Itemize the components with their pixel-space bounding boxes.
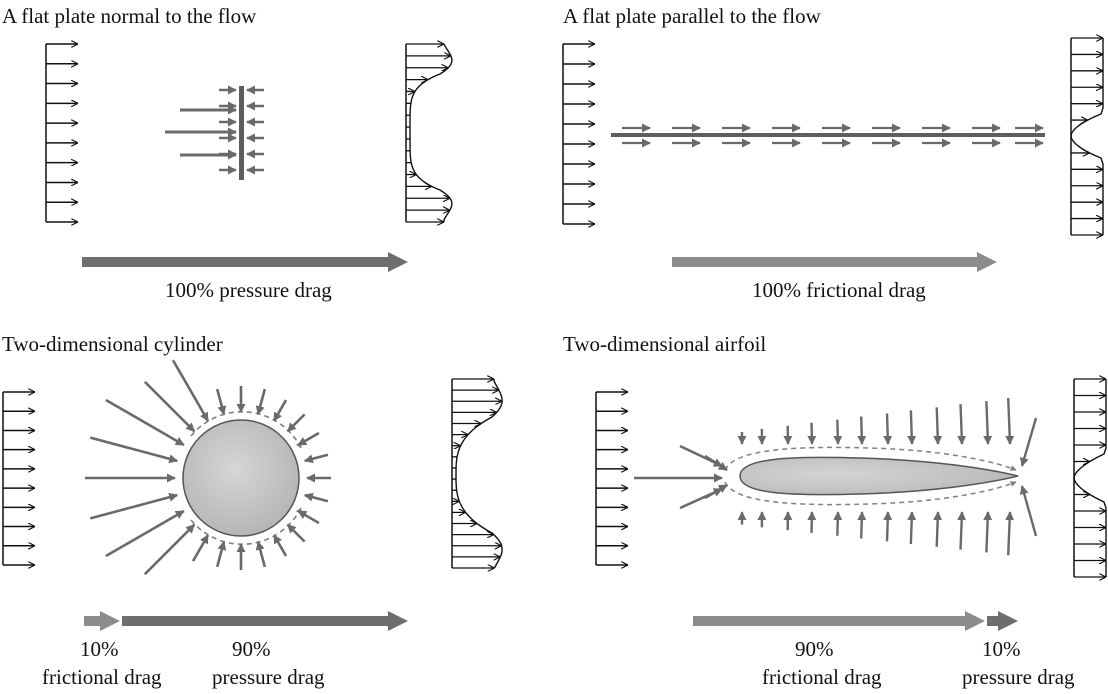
panel-title: A flat plate parallel to the flow <box>563 4 822 28</box>
plate <box>611 133 1045 137</box>
velocity-curve <box>455 379 503 569</box>
pressure-arrow <box>215 388 227 416</box>
pressure-arrow <box>255 540 267 568</box>
pressure-percent: 10% <box>982 637 1021 661</box>
pressure-arrow <box>907 410 917 445</box>
wake-velocity-profile <box>451 379 503 569</box>
wake-velocity-profile <box>405 43 453 222</box>
pressure-arrow <box>191 534 210 562</box>
friction-label: frictional drag <box>42 665 162 689</box>
pressure-arrow <box>833 419 843 445</box>
inflow-velocity-profile <box>595 392 628 565</box>
drag-arrows <box>693 611 1018 631</box>
pressure-arrow <box>143 380 196 433</box>
pressure-arrow <box>303 492 329 503</box>
pressure-arrow <box>286 413 306 433</box>
pressure-drag-arrow <box>122 611 408 631</box>
inflow-velocity-profile <box>562 44 595 224</box>
friction-percent: 90% <box>795 637 834 661</box>
drag-arrows <box>84 611 408 631</box>
pressure-arrow <box>255 388 267 416</box>
plate <box>239 86 244 180</box>
friction-label: frictional drag <box>762 665 882 689</box>
pressure-arrow <box>957 404 967 445</box>
panel-cylinder: Two-dimensional cylinder 10% frictional … <box>2 332 503 689</box>
drag-label: 100% frictional drag <box>752 278 926 302</box>
pressure-arrow <box>833 511 843 536</box>
flat-plate <box>611 123 1045 148</box>
pressure-arrow <box>89 436 179 464</box>
frictional-drag-arrow <box>693 611 985 631</box>
pressure-arrow <box>983 511 993 553</box>
pressure-arrow <box>105 509 185 558</box>
pressure-arrow <box>933 407 943 445</box>
pressure-arrow <box>857 416 867 445</box>
panel-airfoil: Two-dimensional airfoil 90% frictional d… <box>563 332 1107 689</box>
pressure-drag-arrow <box>82 252 408 272</box>
drag-label: 100% pressure drag <box>165 278 332 302</box>
pressure-arrow <box>1005 511 1015 556</box>
cylinder-body <box>85 359 331 576</box>
pressure-arrow <box>215 540 227 568</box>
cylinder <box>182 419 300 537</box>
pressure-arrow <box>704 483 728 500</box>
frictional-drag-arrow <box>672 252 997 272</box>
pressure-arrow <box>272 399 288 422</box>
velocity-curve <box>1073 379 1107 577</box>
panel-title: A flat plate normal to the flow <box>2 4 257 28</box>
wake-velocity-profile <box>1070 38 1104 235</box>
airfoil <box>739 456 1019 496</box>
pressure-arrow <box>983 401 993 445</box>
panel-plate-normal: A flat plate normal to the flow 100% pre… <box>2 4 453 302</box>
pressure-arrow <box>272 534 288 557</box>
pressure-arrow <box>89 492 179 520</box>
pressure-arrow <box>907 511 917 545</box>
wake-velocity-profile <box>1073 379 1107 577</box>
frictional-drag-arrow <box>84 611 120 631</box>
pressure-label: pressure drag <box>212 665 325 689</box>
pressure-drag-arrow <box>987 611 1018 631</box>
airfoil-body <box>634 397 1038 556</box>
pressure-arrow <box>1019 485 1038 537</box>
pressure-arrow <box>933 511 943 547</box>
boundary-layer-flow <box>724 481 1017 506</box>
pressure-arrow <box>297 509 320 525</box>
velocity-curve <box>1070 38 1104 235</box>
panel-title: Two-dimensional cylinder <box>2 332 223 356</box>
pressure-arrow <box>883 413 893 445</box>
pressure-arrow <box>1005 397 1015 445</box>
boundary-layer-flow <box>190 507 302 546</box>
friction-percent: 10% <box>80 637 119 661</box>
pressure-arrow <box>297 431 320 447</box>
boundary-layer-flow <box>724 446 1017 471</box>
flat-plate <box>165 85 264 180</box>
boundary-layer-flow <box>190 410 302 449</box>
pressure-drag-arrow <box>82 252 408 272</box>
frictional-drag-arrow <box>672 252 997 272</box>
pressure-arrow <box>286 523 306 543</box>
pressure-percent: 90% <box>232 637 271 661</box>
inflow-velocity-profile <box>2 392 35 565</box>
velocity-curve <box>409 43 453 222</box>
pressure-arrow <box>704 454 728 472</box>
pressure-arrow <box>883 511 893 542</box>
pressure-label: pressure drag <box>962 665 1075 689</box>
panel-title: Two-dimensional airfoil <box>563 332 766 356</box>
pressure-arrow <box>957 511 967 550</box>
pressure-arrow <box>303 453 329 464</box>
pressure-arrow <box>1019 417 1038 467</box>
inflow-velocity-profile <box>45 44 78 222</box>
pressure-arrow <box>171 359 210 422</box>
panel-plate-parallel: A flat plate parallel to the flow 100% f… <box>562 4 1104 302</box>
pressure-arrow <box>857 511 867 539</box>
pressure-arrow <box>143 523 196 576</box>
pressure-arrow <box>105 398 185 447</box>
